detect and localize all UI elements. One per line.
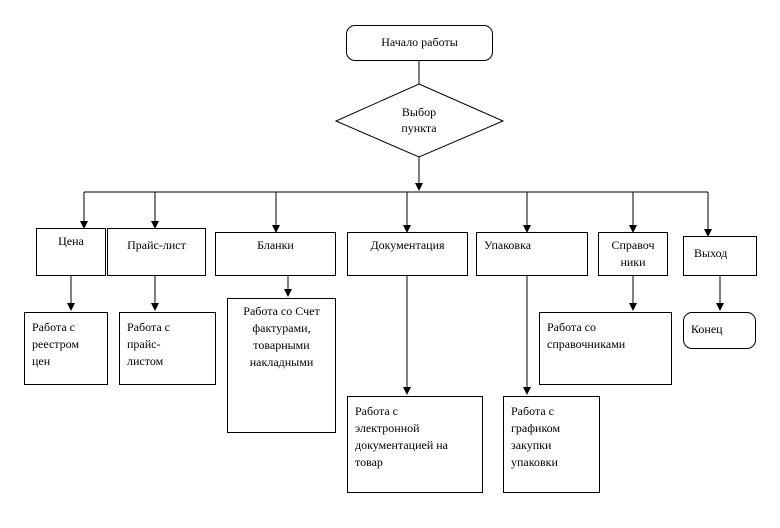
menu-node-packaging: Упаковка [476,232,588,276]
action-node-packaging-schedule: Работа с графиком закупки упаковки [503,396,600,493]
menu-node-price-label: Цена [58,234,84,248]
start-node: Начало работы [346,25,493,61]
menu-node-forms-label: Бланки [257,238,294,252]
menu-node-pricelist-label: Прайс-лист [127,238,186,252]
menu-node-pricelist: Прайс-лист [107,228,206,276]
action-node-references: Работа со справочниками [539,312,672,385]
action-node-pricelist: Работа с прайс- листом [119,312,216,385]
menu-node-documentation: Документация [347,232,468,276]
action-node-electronic-docs: Работа с электронной документацией на то… [347,396,483,493]
menu-node-exit: Выход [683,236,757,276]
menu-node-price: Цена [36,228,106,276]
decision-label: Выбор пункта [401,105,437,135]
start-node-label: Начало работы [381,35,458,49]
menu-node-forms: Бланки [215,232,336,276]
menu-node-exit-label: Выход [694,246,728,260]
menu-node-references: Справоч ники [598,232,668,276]
action-node-invoices: Работа со Счет фактурами, товарными накл… [227,298,336,433]
action-node-price-registry: Работа с реестром цен [24,312,108,385]
menu-node-packaging-label: Упаковка [484,238,532,252]
menu-node-documentation-label: Документация [370,238,445,252]
end-node: Конец [683,312,756,349]
end-node-label: Конец [691,322,723,336]
